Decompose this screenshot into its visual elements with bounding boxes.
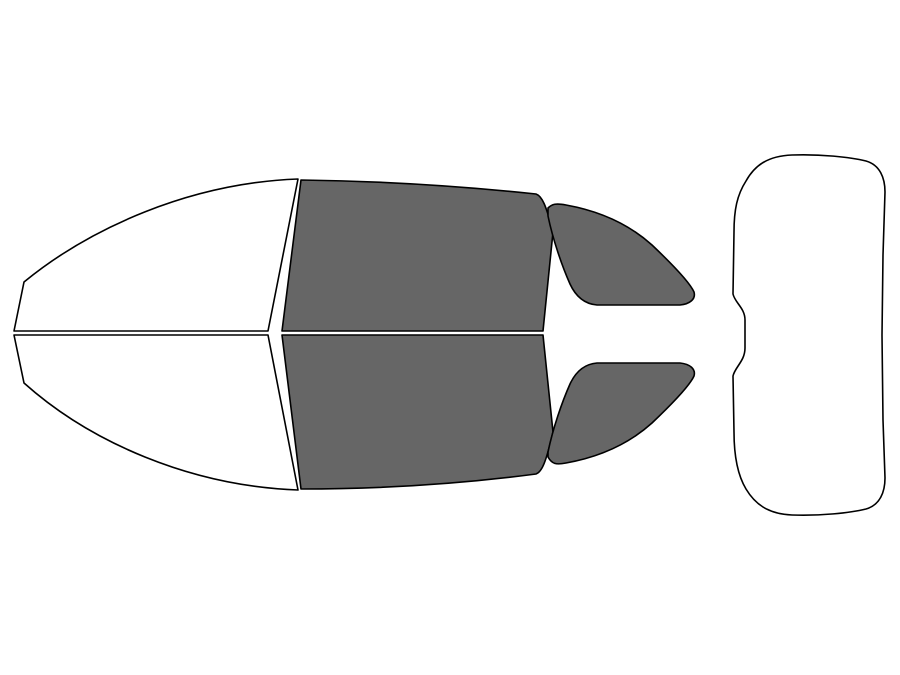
rear-door-window-left xyxy=(547,203,696,306)
rear-windshield xyxy=(732,154,886,516)
front-door-window-left xyxy=(281,179,554,332)
rear-door-window-right xyxy=(547,362,696,465)
windshield-right-half xyxy=(13,334,299,491)
front-door-window-right xyxy=(281,334,554,490)
windshield-left-half xyxy=(13,178,299,332)
